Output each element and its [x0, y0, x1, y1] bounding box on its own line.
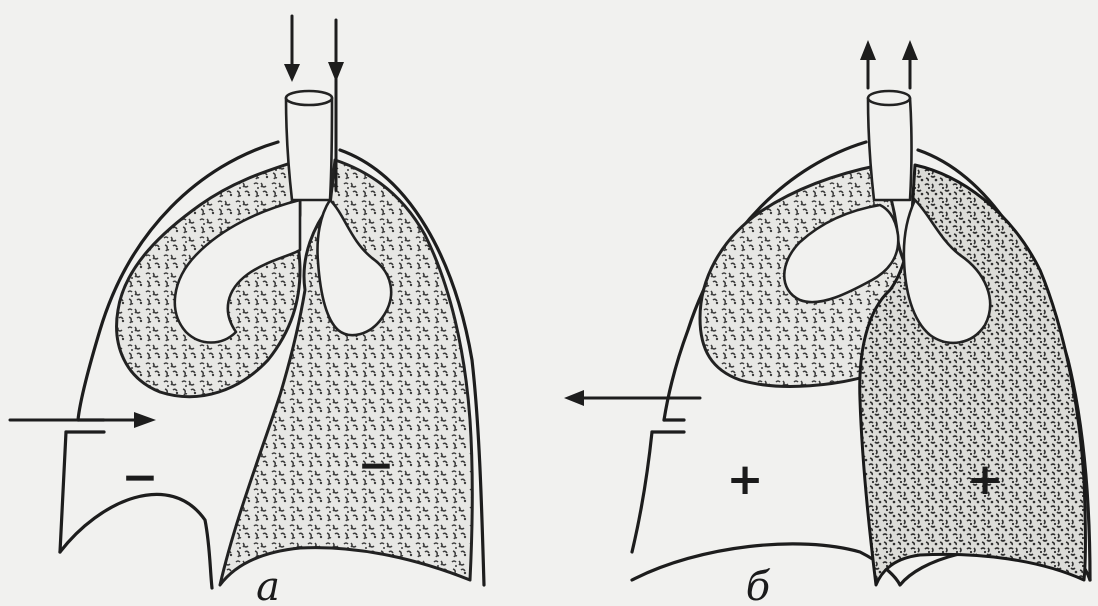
chest-wall-opening-b	[652, 420, 684, 432]
arrow-in-icon	[10, 412, 156, 428]
chest-wall-lower-a	[60, 432, 66, 552]
arrow-out-icon	[860, 40, 918, 88]
chest-wall-lower-b	[632, 432, 652, 552]
panel-label-b: б	[746, 564, 771, 606]
panel-a: − − а	[10, 16, 484, 606]
panel-label-a: а	[256, 564, 280, 606]
lung-pressure-sign-a: −	[358, 440, 395, 491]
arrow-out-icon	[564, 390, 700, 406]
lung-pressure-sign-b: +	[967, 454, 1004, 505]
trachea-opening-a	[286, 91, 332, 105]
pleural-pressure-sign-b: +	[727, 454, 764, 505]
trachea-opening-b	[868, 91, 910, 105]
trachea-a	[286, 98, 332, 200]
trachea-b	[868, 98, 912, 200]
pleural-pressure-sign-a: −	[122, 452, 159, 503]
panel-b: + + б	[564, 40, 1090, 606]
chest-wall-opening-a	[66, 420, 104, 432]
diaphragm-left-a	[60, 494, 212, 588]
